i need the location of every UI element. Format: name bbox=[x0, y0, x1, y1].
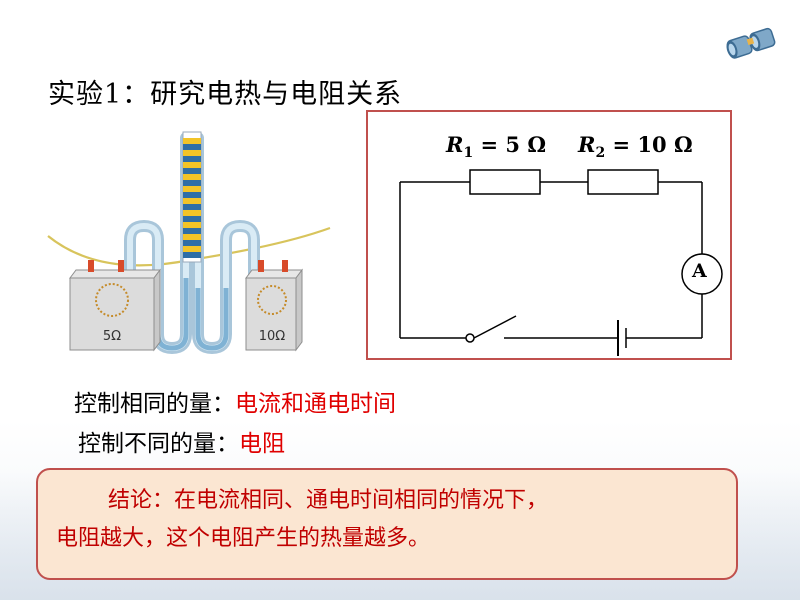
conclusion-line-2: 电阻越大，这个电阻产生的热量越多。 bbox=[56, 526, 431, 551]
control-same-row: 控制相同的量：电流和通电时间 bbox=[74, 384, 396, 418]
binoculars-icon bbox=[726, 27, 776, 59]
slide-title: 实验1：研究电热与电阻关系 bbox=[48, 79, 403, 110]
control-diff-label: 控制不同的量： bbox=[78, 431, 239, 457]
control-same-value: 电流和通电时间 bbox=[235, 391, 396, 417]
r1-label: R1 = 5 Ω bbox=[446, 132, 547, 162]
circuit-diagram: R1 = 5 Ω R2 = 10 Ω A bbox=[366, 110, 732, 360]
resistor-r2 bbox=[587, 169, 659, 195]
conclusion-box: 结论：在电流相同、通电时间相同的情况下， 电阻越大，这个电阻产生的热量越多。 bbox=[36, 468, 738, 580]
control-diff-value: 电阻 bbox=[239, 431, 285, 457]
switch-pivot bbox=[465, 333, 475, 343]
ammeter-label: A bbox=[692, 260, 707, 282]
resistor-r1 bbox=[469, 169, 541, 195]
conclusion-line-1: 结论：在电流相同、通电时间相同的情况下， bbox=[108, 488, 549, 513]
r2-label: R2 = 10 Ω bbox=[578, 132, 693, 162]
apparatus-left-label: 5Ω bbox=[103, 329, 121, 344]
experiment-apparatus: 5Ω 10Ω bbox=[47, 131, 331, 355]
control-diff-row: 控制不同的量：电阻 bbox=[78, 424, 285, 458]
apparatus-right-label: 10Ω bbox=[259, 329, 286, 344]
control-same-label: 控制相同的量： bbox=[74, 391, 235, 417]
